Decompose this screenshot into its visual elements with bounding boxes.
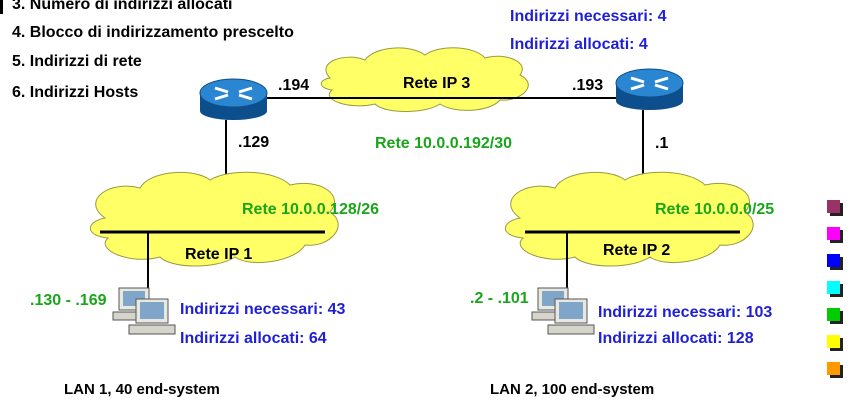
cloud-label-ip3: Rete IP 3 bbox=[403, 75, 470, 92]
link-top-needed: Indirizzi necessari: 4 bbox=[510, 8, 667, 25]
step-marker bbox=[0, 0, 3, 14]
router-right-icon bbox=[615, 68, 684, 110]
router-left-icon bbox=[199, 78, 268, 120]
network-lan2: Rete 10.0.0.0/25 bbox=[655, 201, 774, 218]
step-6: 6. Indirizzi Hosts bbox=[12, 84, 138, 101]
step-5: 5. Indirizzi di rete bbox=[12, 53, 142, 70]
network-lan1: Rete 10.0.0.128/26 bbox=[242, 201, 379, 218]
right-router-lan-if: .1 bbox=[655, 135, 668, 152]
color-swatch bbox=[827, 200, 840, 213]
lan1-allocated: Indirizzi allocati: 64 bbox=[180, 330, 327, 347]
color-swatch bbox=[827, 362, 840, 375]
left-router-lan-if: .129 bbox=[238, 134, 269, 151]
step-3: 3. Numero di indirizzi allocati bbox=[12, 0, 232, 13]
network-ip3: Rete 10.0.0.192/30 bbox=[375, 135, 512, 152]
right-router-top-if: .193 bbox=[572, 77, 603, 94]
color-swatch bbox=[827, 308, 840, 321]
cloud-rete-ip-3 bbox=[320, 47, 529, 112]
color-swatch bbox=[827, 281, 840, 294]
lan2-computers-icon bbox=[531, 287, 595, 335]
cloud-label-ip2: Rete IP 2 bbox=[603, 242, 670, 259]
color-swatch-column bbox=[827, 200, 843, 378]
cloud-label-ip1: Rete IP 1 bbox=[185, 246, 252, 263]
color-swatch bbox=[827, 254, 840, 267]
color-swatch bbox=[827, 227, 840, 240]
link-top-allocated: Indirizzi allocati: 4 bbox=[510, 36, 648, 53]
lan1-needed: Indirizzi necessari: 43 bbox=[180, 301, 346, 318]
lan2-needed: Indirizzi necessari: 103 bbox=[598, 304, 772, 321]
lan2-host-range: .2 - .101 bbox=[470, 290, 529, 307]
lan2-allocated: Indirizzi allocati: 128 bbox=[598, 330, 754, 347]
cloud-rete-ip-1 bbox=[89, 171, 339, 267]
lan2-caption: LAN 2, 100 end-system bbox=[490, 381, 654, 398]
lan1-host-range: .130 - .169 bbox=[30, 292, 107, 309]
lan1-computers-icon bbox=[112, 287, 176, 335]
color-swatch bbox=[827, 335, 840, 348]
lan1-caption: LAN 1, 40 end-system bbox=[64, 381, 220, 398]
step-4: 4. Blocco di indirizzamento prescelto bbox=[12, 24, 294, 41]
left-router-top-if: .194 bbox=[278, 77, 309, 94]
